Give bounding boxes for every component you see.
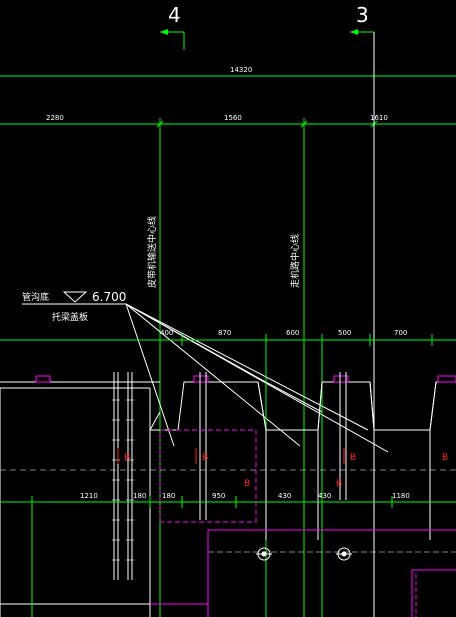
grid-axis-4[interactable]: 4: [160, 3, 185, 50]
base-magenta: [150, 529, 456, 617]
dim-mid-b: 870: [218, 329, 231, 337]
section-marks: B B B B B B: [117, 448, 448, 489]
axis-lines: [159, 32, 375, 617]
grid-axis-4-label: 4: [168, 3, 181, 27]
beam-caps: [35, 375, 456, 383]
note-walkway-centerline: 走机路中心线: [289, 234, 301, 288]
dim-mid-a: 400: [160, 329, 173, 337]
structure-outline: [0, 381, 456, 617]
dim-span-a: 2280: [46, 114, 64, 122]
note-conveyor-centerline: 皮带机输送中心线: [146, 216, 158, 288]
dim-low-c: 180: [162, 492, 175, 500]
dim-low-a: 1210: [80, 492, 98, 500]
elevation-value: 6.700: [92, 290, 126, 304]
section-mark-e: B: [336, 479, 342, 489]
dim-total: 14320: [230, 66, 252, 74]
section-mark-d: B: [350, 453, 356, 463]
bolt-hatching: [112, 399, 134, 561]
elevation-note: 托梁盖板: [52, 311, 88, 323]
section-mark-b: B: [202, 453, 208, 463]
elevation-marker: 管沟底 6.700 托梁盖板: [22, 290, 126, 323]
dim-mid-e: 700: [394, 329, 407, 337]
grid-axis-3[interactable]: 3: [350, 3, 374, 35]
dim-low-d: 950: [212, 492, 225, 500]
elevation-label: 管沟底: [22, 291, 49, 303]
dim-span-c: 1610: [370, 114, 388, 122]
anchor-bolts: [113, 372, 347, 580]
dim-span-b: 1560: [224, 114, 242, 122]
dim-mid-c: 600: [286, 329, 299, 337]
section-mark-c: B: [244, 479, 250, 489]
grid-axis-3-label: 3: [356, 3, 369, 27]
dim-low-f: 430: [318, 492, 331, 500]
dimension-low: [0, 496, 456, 617]
section-mark-f: B: [442, 453, 448, 463]
base-structure: [208, 547, 456, 561]
dim-low-b: 180: [133, 492, 146, 500]
dim-low-g: 1180: [392, 492, 410, 500]
dim-mid-d: 500: [338, 329, 351, 337]
leader-lines: [125, 303, 389, 453]
dashed-openings: [0, 429, 456, 523]
dim-low-e: 430: [278, 492, 291, 500]
section-mark-a: B: [124, 453, 130, 463]
dimension-mid: [0, 334, 456, 617]
